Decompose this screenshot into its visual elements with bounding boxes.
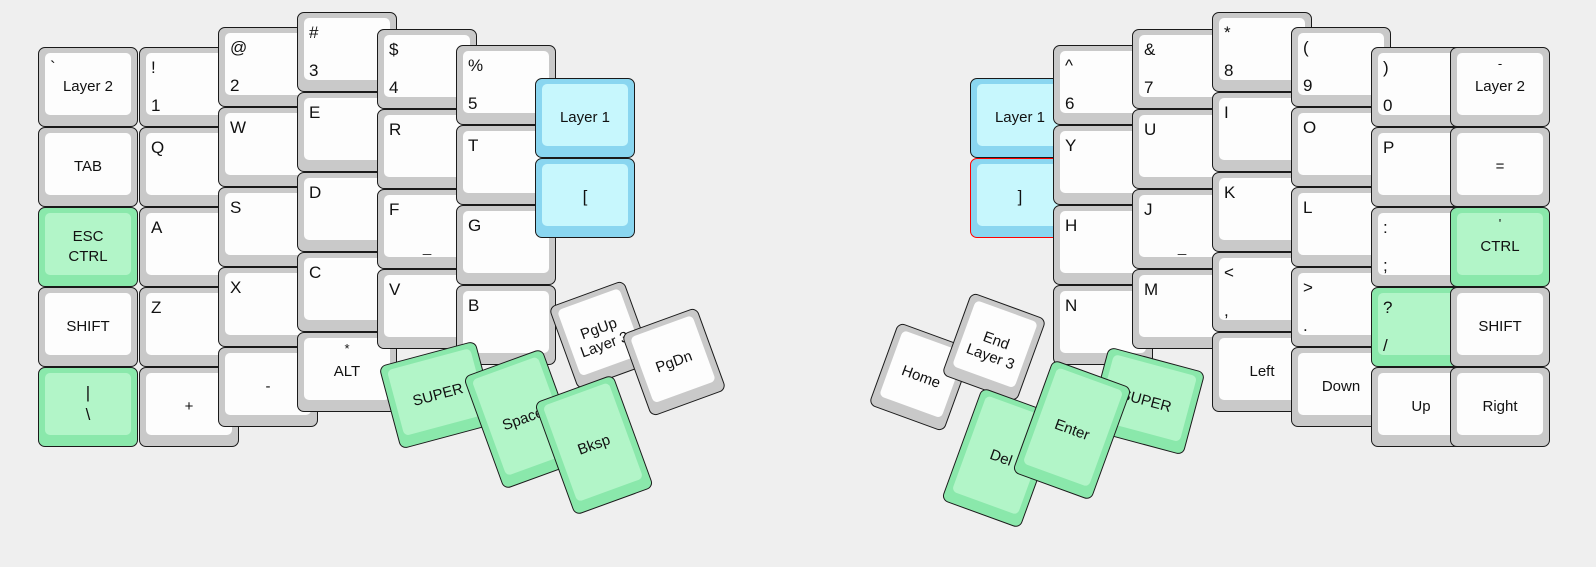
- key-equal[interactable]: =: [1450, 127, 1550, 207]
- keycap-surface: [463, 211, 549, 273]
- keycap-surface: [146, 373, 232, 435]
- keycap-surface: [629, 315, 716, 404]
- keycap-surface: [1457, 53, 1543, 115]
- key-minus-layer2[interactable]: -Layer 2: [1450, 47, 1550, 127]
- keycap-surface: [45, 293, 131, 355]
- keycap-surface: [384, 35, 470, 97]
- keycap-surface: [1298, 273, 1384, 335]
- keycap-surface: [304, 178, 390, 240]
- keycap-surface: [384, 115, 470, 177]
- keycap-surface: [952, 300, 1039, 389]
- keycap-surface: [304, 338, 390, 400]
- keycap-surface: [146, 293, 232, 355]
- keycap-surface: [1298, 113, 1384, 175]
- keycap-surface: [1219, 338, 1305, 400]
- keycap-surface: [146, 213, 232, 275]
- key-y[interactable]: Y: [1053, 125, 1153, 205]
- key-bksp[interactable]: Bksp: [534, 374, 654, 516]
- key-layer1-left[interactable]: Layer 1: [535, 78, 635, 158]
- keycap-surface: [1219, 98, 1305, 160]
- keycap-surface: [1139, 275, 1225, 337]
- keycap-surface: [977, 164, 1063, 226]
- keycap-surface: [1219, 178, 1305, 240]
- keycap-surface: [1060, 51, 1146, 113]
- keycap-surface: [304, 258, 390, 320]
- keycap-surface: [463, 131, 549, 193]
- keycap-surface: [1060, 131, 1146, 193]
- keycap-surface: [1457, 373, 1543, 435]
- keycap-surface: [146, 53, 232, 115]
- keycap-surface: [1298, 33, 1384, 95]
- key-minus[interactable]: -: [218, 347, 318, 427]
- key-quote-ctrl[interactable]: 'CTRL: [1450, 207, 1550, 287]
- keycap-surface: [463, 291, 549, 353]
- keycap-surface: [45, 213, 131, 275]
- key-grave-layer2[interactable]: `Layer 2: [38, 47, 138, 127]
- keycap-surface: [45, 373, 131, 435]
- key-r[interactable]: R: [377, 109, 477, 189]
- key-pipe-backslash[interactable]: |\: [38, 367, 138, 447]
- keycap-surface: [1378, 293, 1464, 355]
- keycap-surface: [1139, 195, 1225, 257]
- keycap-surface: [225, 273, 311, 335]
- keycap-surface: [1139, 115, 1225, 177]
- keycap-surface: [225, 193, 311, 255]
- keycap-surface: [304, 18, 390, 80]
- keycap-surface: [45, 53, 131, 115]
- keycap-surface: [1298, 353, 1384, 415]
- key-shift-right[interactable]: SHIFT: [1450, 287, 1550, 367]
- keycap-surface: [1060, 291, 1146, 353]
- keycap-surface: [977, 84, 1063, 146]
- keycap-surface: [1139, 35, 1225, 97]
- key-down[interactable]: Down: [1291, 347, 1391, 427]
- keycap-surface: [225, 113, 311, 175]
- keycap-surface: [542, 84, 628, 146]
- keycap-surface: [542, 382, 644, 503]
- keycap-surface: [463, 51, 549, 113]
- keycap-surface: [1219, 258, 1305, 320]
- keycap-surface: [1378, 213, 1464, 275]
- keycap-surface: [304, 98, 390, 160]
- keycap-surface: [384, 195, 470, 257]
- keycap-surface: [1457, 293, 1543, 355]
- keycap-surface: [1219, 18, 1305, 80]
- keycap-surface: [1378, 53, 1464, 115]
- keycap-surface: [1378, 133, 1464, 195]
- keycap-surface: [384, 275, 470, 337]
- key-tab[interactable]: TAB: [38, 127, 138, 207]
- keycap-surface: [45, 133, 131, 195]
- keycap-surface: [1457, 213, 1543, 275]
- keycap-surface: [1457, 133, 1543, 195]
- keycap-surface: [1378, 373, 1464, 435]
- keycap-surface: [542, 164, 628, 226]
- key-shift-left[interactable]: SHIFT: [38, 287, 138, 367]
- keycap-surface: [1298, 193, 1384, 255]
- keycap-surface: [225, 353, 311, 415]
- keycap-surface: [146, 133, 232, 195]
- keycap-surface: [1022, 367, 1124, 488]
- key-right[interactable]: Right: [1450, 367, 1550, 447]
- keycap-surface: [225, 33, 311, 95]
- keycap-surface: [1060, 211, 1146, 273]
- key-bracket-left[interactable]: [: [535, 158, 635, 238]
